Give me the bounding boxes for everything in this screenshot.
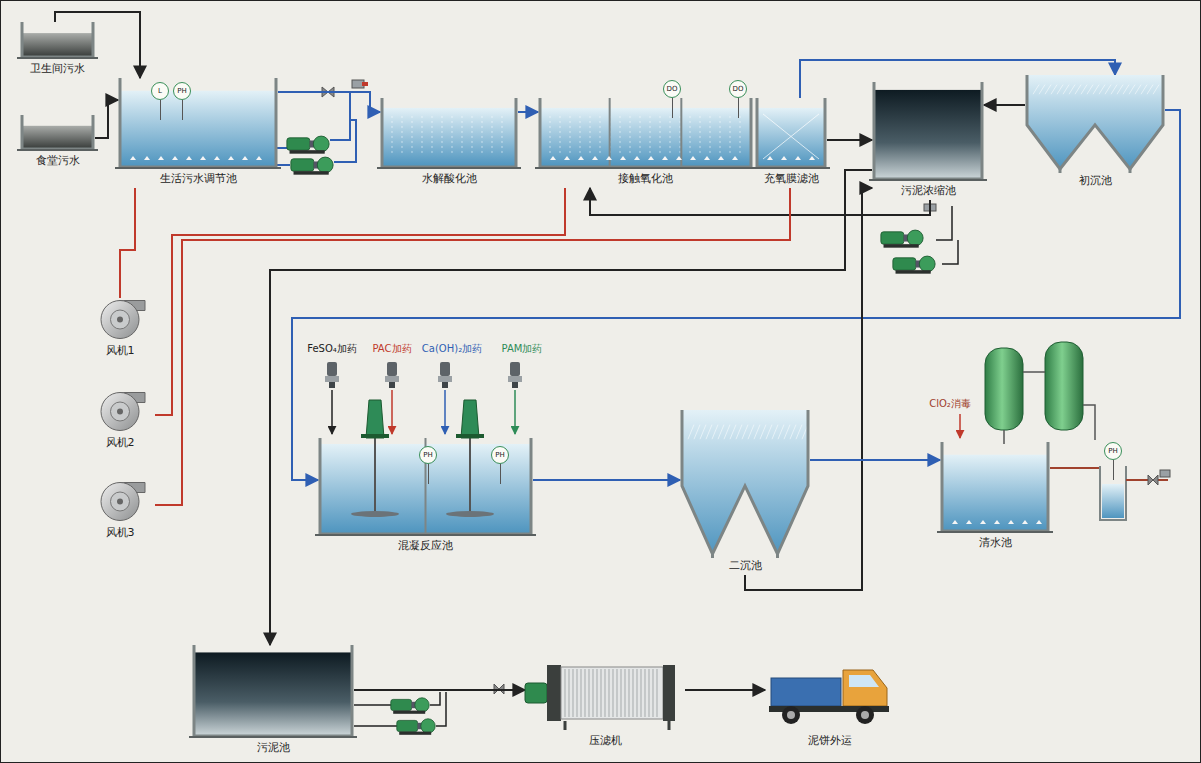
pipe-connector	[984, 104, 1025, 106]
do-sensor: DO	[663, 80, 681, 98]
disinfection-label: ClO₂消毒	[929, 398, 971, 410]
tank-unit: 接触氧化池	[538, 98, 753, 188]
unit-label: 初沉池	[1077, 174, 1114, 190]
pipe-connector	[354, 689, 525, 691]
unit-label: 风机3	[104, 526, 137, 542]
dark-unit: 污泥浓缩池	[872, 82, 984, 200]
hopper-outline	[680, 410, 810, 556]
fan-outline	[85, 390, 155, 433]
fan-unit: 风机1	[85, 298, 155, 360]
pipe-connector	[745, 188, 872, 590]
fan-unit: 风机3	[85, 480, 155, 542]
unit-label: 充氧膜滤池	[762, 172, 821, 188]
hopper-outline	[1025, 75, 1165, 171]
ph-sensor: PH	[419, 446, 437, 464]
tank-outline	[118, 78, 278, 169]
hopper-unit: 二沉池	[680, 410, 810, 575]
dark-outline	[192, 645, 354, 738]
tank-outline	[755, 98, 827, 169]
unit-label: 泥饼外运	[806, 734, 854, 750]
pot-unit: 食堂污水	[20, 115, 95, 170]
pipe-connector	[827, 139, 872, 141]
dosing-pumps	[325, 362, 522, 434]
pipe-connector	[810, 459, 940, 461]
unit-label: 卫生间污水	[28, 62, 87, 78]
unit-label: 污泥浓缩池	[899, 184, 958, 200]
pipe-connector	[533, 479, 680, 481]
press-unit: 压滤机	[525, 655, 685, 750]
pipe-connector	[95, 100, 118, 138]
unit-label: 风机2	[104, 436, 137, 452]
fan-outline	[85, 480, 155, 523]
unit-label: 接触氧化池	[616, 172, 675, 188]
dosing-label: FeSO₄加药	[307, 343, 357, 355]
unit-label: 清水池	[977, 536, 1014, 552]
dark-unit: 污泥池	[192, 645, 354, 757]
dosing-label: PAM加药	[502, 343, 543, 355]
pot-outline	[20, 22, 95, 59]
tank-outline	[538, 98, 753, 169]
pump-set	[354, 684, 504, 735]
unit-label: 水解酸化池	[420, 172, 479, 188]
fan-outline	[85, 298, 155, 341]
pump-set	[270, 80, 368, 175]
pot-outline	[20, 115, 95, 151]
dark-outline	[872, 82, 984, 181]
fan-unit: 风机2	[85, 390, 155, 452]
ph-sensor: PH	[491, 446, 509, 464]
dosing-label: PAC加药	[372, 343, 411, 355]
tank-unit: 清水池	[940, 442, 1050, 552]
pot-unit: 卫生间污水	[20, 22, 95, 78]
pipe-connector	[155, 188, 565, 415]
truck-outline	[765, 658, 895, 731]
press-outline	[525, 655, 685, 731]
tank-outline	[380, 98, 518, 169]
pipe-connector	[270, 170, 872, 645]
tank-unit: 生活污水调节池	[118, 78, 278, 188]
level-sensor: L	[151, 82, 169, 100]
truck-unit: 泥饼外运	[765, 658, 895, 750]
tank-outline	[940, 442, 1050, 533]
unit-label: 混凝反应池	[396, 539, 455, 555]
hopper-unit: 初沉池	[1025, 75, 1165, 190]
ph-sensor: PH	[173, 82, 191, 100]
unit-label: 风机1	[104, 344, 137, 360]
pipe-connector	[685, 689, 765, 691]
pipe-connector	[120, 188, 135, 298]
unit-label: 食堂污水	[34, 154, 82, 170]
tank-unit: 充氧膜滤池	[755, 98, 827, 188]
unit-label: 二沉池	[727, 559, 764, 575]
pipe-connector	[590, 188, 930, 215]
unit-label: 压滤机	[587, 734, 624, 750]
unit-label: 生活污水调节池	[158, 172, 239, 188]
do-sensor: DO	[729, 80, 747, 98]
unit-label: 污泥池	[255, 741, 292, 757]
ph-sensor: PH	[1104, 442, 1122, 460]
pipe-connector	[518, 111, 538, 113]
tank-unit: 水解酸化池	[380, 98, 518, 188]
pipe-connector	[278, 92, 380, 112]
dosing-label: Ca(OH)₂加药	[422, 343, 482, 355]
